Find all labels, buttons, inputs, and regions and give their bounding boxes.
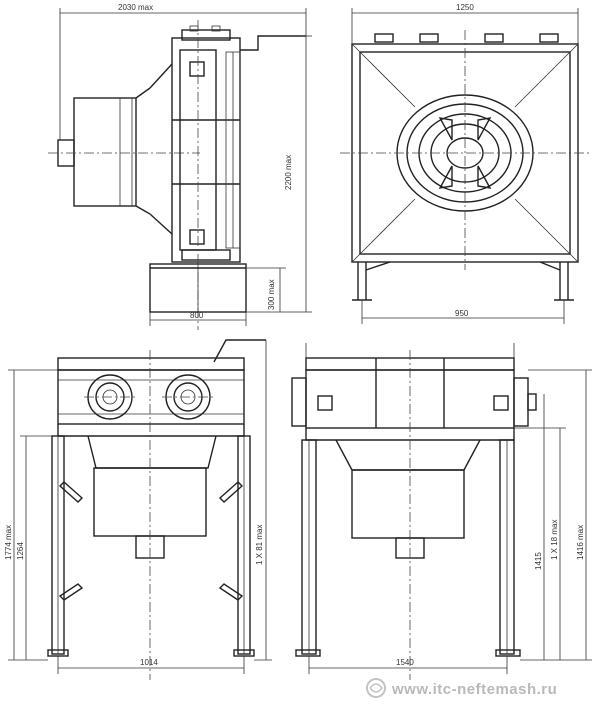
br-dim-inner: 1 X 18 max [550,520,559,560]
br-dim-right: 1415 [534,552,543,570]
front-view: 1250 [340,3,590,324]
watermark-logo-icon [366,678,386,698]
side-view: 2030 max [48,3,312,330]
br-dim-bottom: 1540 [396,658,414,667]
bl-dim-outer: 1774 max [4,525,13,560]
bl-dim-bottom: 1014 [140,658,158,667]
watermark-text: www.itc-neftemash.ru [391,681,557,698]
watermark: www.itc-neftemash.ru [366,678,557,698]
br-dim-outer: 1416 max [576,525,585,560]
side-dim-top: 2030 max [118,3,153,12]
side-dim-base-width: 800 [190,311,204,320]
side-dim-height: 2200 max [284,155,293,190]
bottom-left-view: 1774 max 1264 1 X 81 max 1014 [4,339,272,680]
bottom-right-view: 1416 max 1 X 18 max 1415 1540 [291,343,592,680]
bl-dim-right: 1 X 81 max [255,525,264,565]
bl-dim-inner: 1264 [16,542,25,560]
front-dim-top: 1250 [456,3,474,12]
front-dim-bottom: 950 [455,309,469,318]
side-dim-base-height: 300 max [267,279,276,310]
